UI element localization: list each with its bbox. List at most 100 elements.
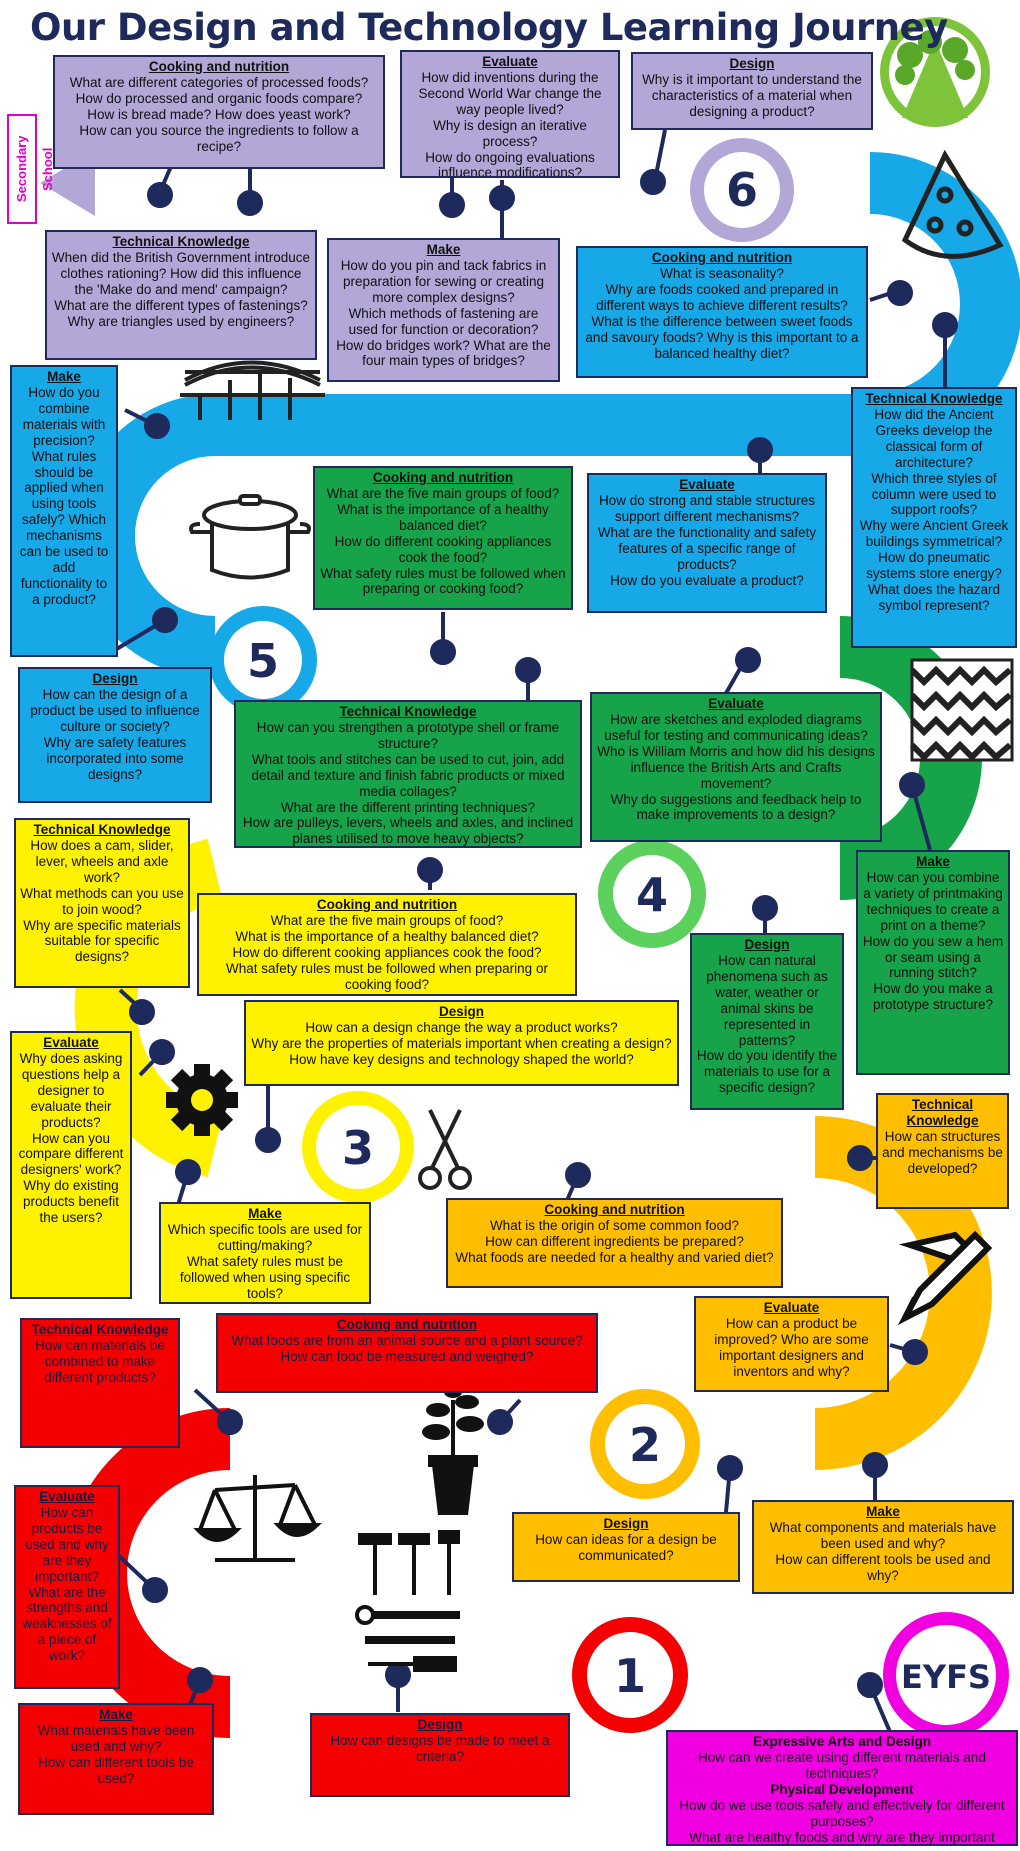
box-question: What are the different types of fastenin… xyxy=(54,297,308,313)
box-heading: Expressive Arts and Design xyxy=(752,1734,932,1749)
box-question: How can natural phenomena such as water,… xyxy=(706,952,828,1048)
box-question: How can a design change the way a produc… xyxy=(305,1019,618,1035)
box-question: How do different cooking appliances cook… xyxy=(334,533,552,565)
tools-icon xyxy=(355,1530,460,1672)
box-heading: Design xyxy=(729,56,775,71)
box-question: What are the different printing techniqu… xyxy=(280,799,536,815)
box-question: How can designs be made to meet a criter… xyxy=(330,1732,550,1764)
box-question: How did the Ancient Greeks develop the c… xyxy=(874,406,994,470)
box-question: How can we create using different materi… xyxy=(698,1749,986,1781)
milestone-eyfs-badge: EYFS xyxy=(883,1612,1009,1738)
box-question: What are the strengths and weaknesses of… xyxy=(22,1584,112,1664)
tree-logo-icon xyxy=(880,17,990,127)
box-heading: Cooking and nutrition xyxy=(651,250,793,265)
box-question: How can different tools be used? xyxy=(38,1754,194,1786)
box-question: Who is William Morris and how did his de… xyxy=(597,743,875,791)
box-heading: Make xyxy=(916,854,950,869)
pencil-icon xyxy=(897,1230,993,1326)
box-question: What are the functionality and safety fe… xyxy=(597,524,817,572)
box-question: How can you combine a variety of printma… xyxy=(863,869,1003,933)
box-question: Why are triangles used by engineers? xyxy=(67,313,295,329)
box-question: What does the hazard symbol represent? xyxy=(867,582,1001,613)
box-question: How can a product be improved? Who are s… xyxy=(714,1315,869,1379)
box-heading: Cooking and nutrition xyxy=(336,1317,478,1332)
box-heading: Evaluate xyxy=(39,1489,95,1504)
box-question: How can structures and mechanisms be dev… xyxy=(882,1128,1003,1176)
page-title: Our Design and Technology Learning Journ… xyxy=(30,6,948,49)
box-question: What is the importance of a healthy bala… xyxy=(337,501,549,533)
milestone-2-badge: 2 xyxy=(590,1389,700,1499)
box-question: Why were Ancient Greek buildings symmetr… xyxy=(859,518,1009,550)
box-question: How can materials be combined to make di… xyxy=(35,1337,165,1385)
box-question: How can ideas for a design be communicat… xyxy=(535,1531,717,1563)
cooking-pot-icon xyxy=(189,494,311,580)
milestone-label-1: 1 xyxy=(614,1649,646,1703)
box-question: Why are safety features incorporated int… xyxy=(43,734,187,782)
box-question: How can products be used and why are the… xyxy=(25,1504,109,1584)
box-question: What safety rules must be followed when … xyxy=(226,960,548,992)
box-heading: Design xyxy=(92,671,138,686)
milestone-label-5: 5 xyxy=(247,634,279,688)
box-question: Why is it important to understand the ch… xyxy=(642,71,862,119)
milestone-1-badge: 1 xyxy=(572,1617,688,1733)
box-question: What is seasonality? xyxy=(660,265,784,281)
milestone-label-4: 4 xyxy=(636,868,668,922)
milestone-6-badge: 6 xyxy=(690,138,794,242)
box-question: Why is design an iterative process? xyxy=(433,117,587,149)
box-heading: Design xyxy=(438,1004,484,1019)
box-question: What safety rules must be followed when … xyxy=(179,1253,351,1301)
box-question: What is the difference between sweet foo… xyxy=(585,313,859,361)
box-question: How can you compare different designers'… xyxy=(18,1130,124,1178)
box-heading: Technical Knowledge xyxy=(33,822,171,837)
box-question: Why are specific materials suitable for … xyxy=(23,917,181,965)
box-question: Which three styles of column were used t… xyxy=(871,470,997,518)
box-question: What methods can you use to join wood? xyxy=(20,885,184,917)
box-question: What tools and stitches can be used to c… xyxy=(251,751,565,799)
box-question: Which specific tools are used for cuttin… xyxy=(167,1221,363,1253)
box-question: How do you identify the materials to use… xyxy=(696,1048,838,1096)
milestone-label-2: 2 xyxy=(629,1418,661,1472)
box-heading: Make xyxy=(426,242,461,257)
box-heading: Make xyxy=(99,1707,133,1722)
pizza-icon xyxy=(901,149,1004,259)
box-heading: Technical Knowledge xyxy=(339,704,477,719)
box-heading: Technical Knowledge xyxy=(865,391,1003,406)
box-heading: Make xyxy=(47,369,81,384)
box-heading: Make xyxy=(248,1206,282,1221)
box-question: What is the importance of a healthy bala… xyxy=(235,928,539,944)
box-question: What foods are needed for a healthy and … xyxy=(455,1249,774,1265)
box-question: How do pneumatic systems store energy? xyxy=(866,550,1002,582)
box-heading: Cooking and nutrition xyxy=(316,897,458,912)
box-question: How can food be measured and weighed? xyxy=(280,1348,534,1364)
box-question: Why does asking questions help a designe… xyxy=(19,1050,123,1130)
box-heading: Evaluate xyxy=(708,696,764,711)
box-question: Why do existing products benefit the use… xyxy=(22,1178,120,1226)
box-heading: Make xyxy=(866,1504,900,1519)
box-question: How is bread made? How does yeast work? xyxy=(87,106,351,122)
box-question: How do strong and stable structures supp… xyxy=(598,492,816,524)
pattern-swatch-icon xyxy=(909,658,1014,762)
box-question: How do you evaluate a product? xyxy=(610,572,804,588)
box-question: What are healthy foods and why are they … xyxy=(689,1829,995,1845)
box-heading: Evaluate xyxy=(43,1035,99,1050)
box-question: When did the British Government introduc… xyxy=(51,249,311,297)
